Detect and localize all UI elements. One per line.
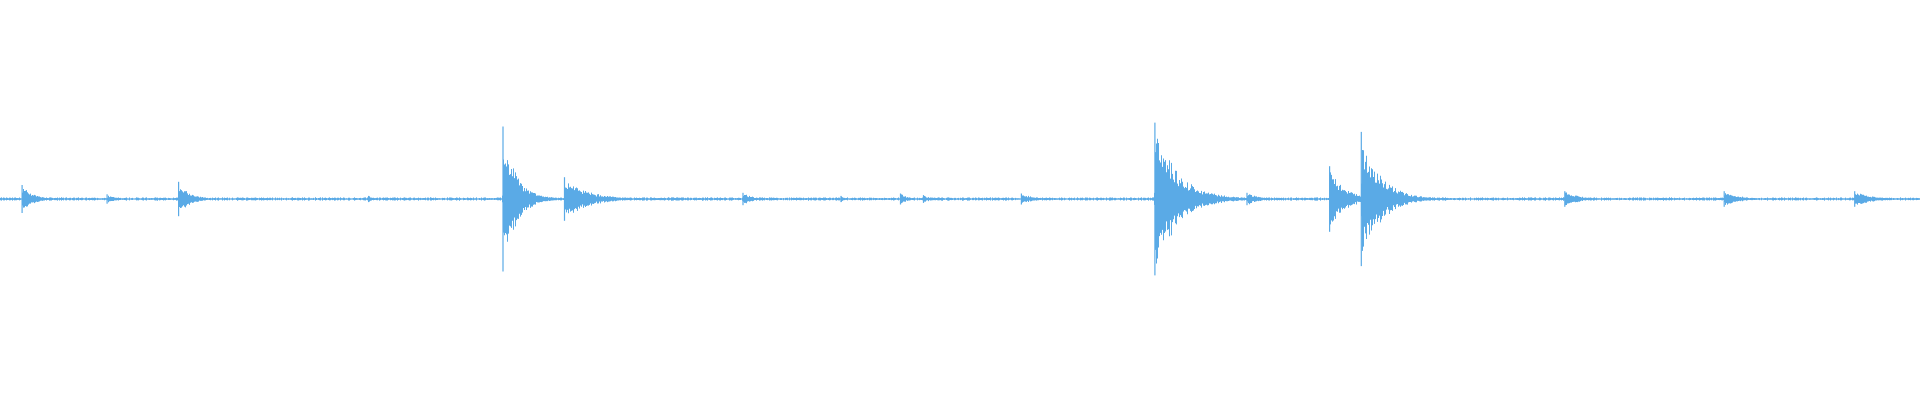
waveform-series xyxy=(0,122,1920,276)
waveform-signal xyxy=(0,138,1920,264)
